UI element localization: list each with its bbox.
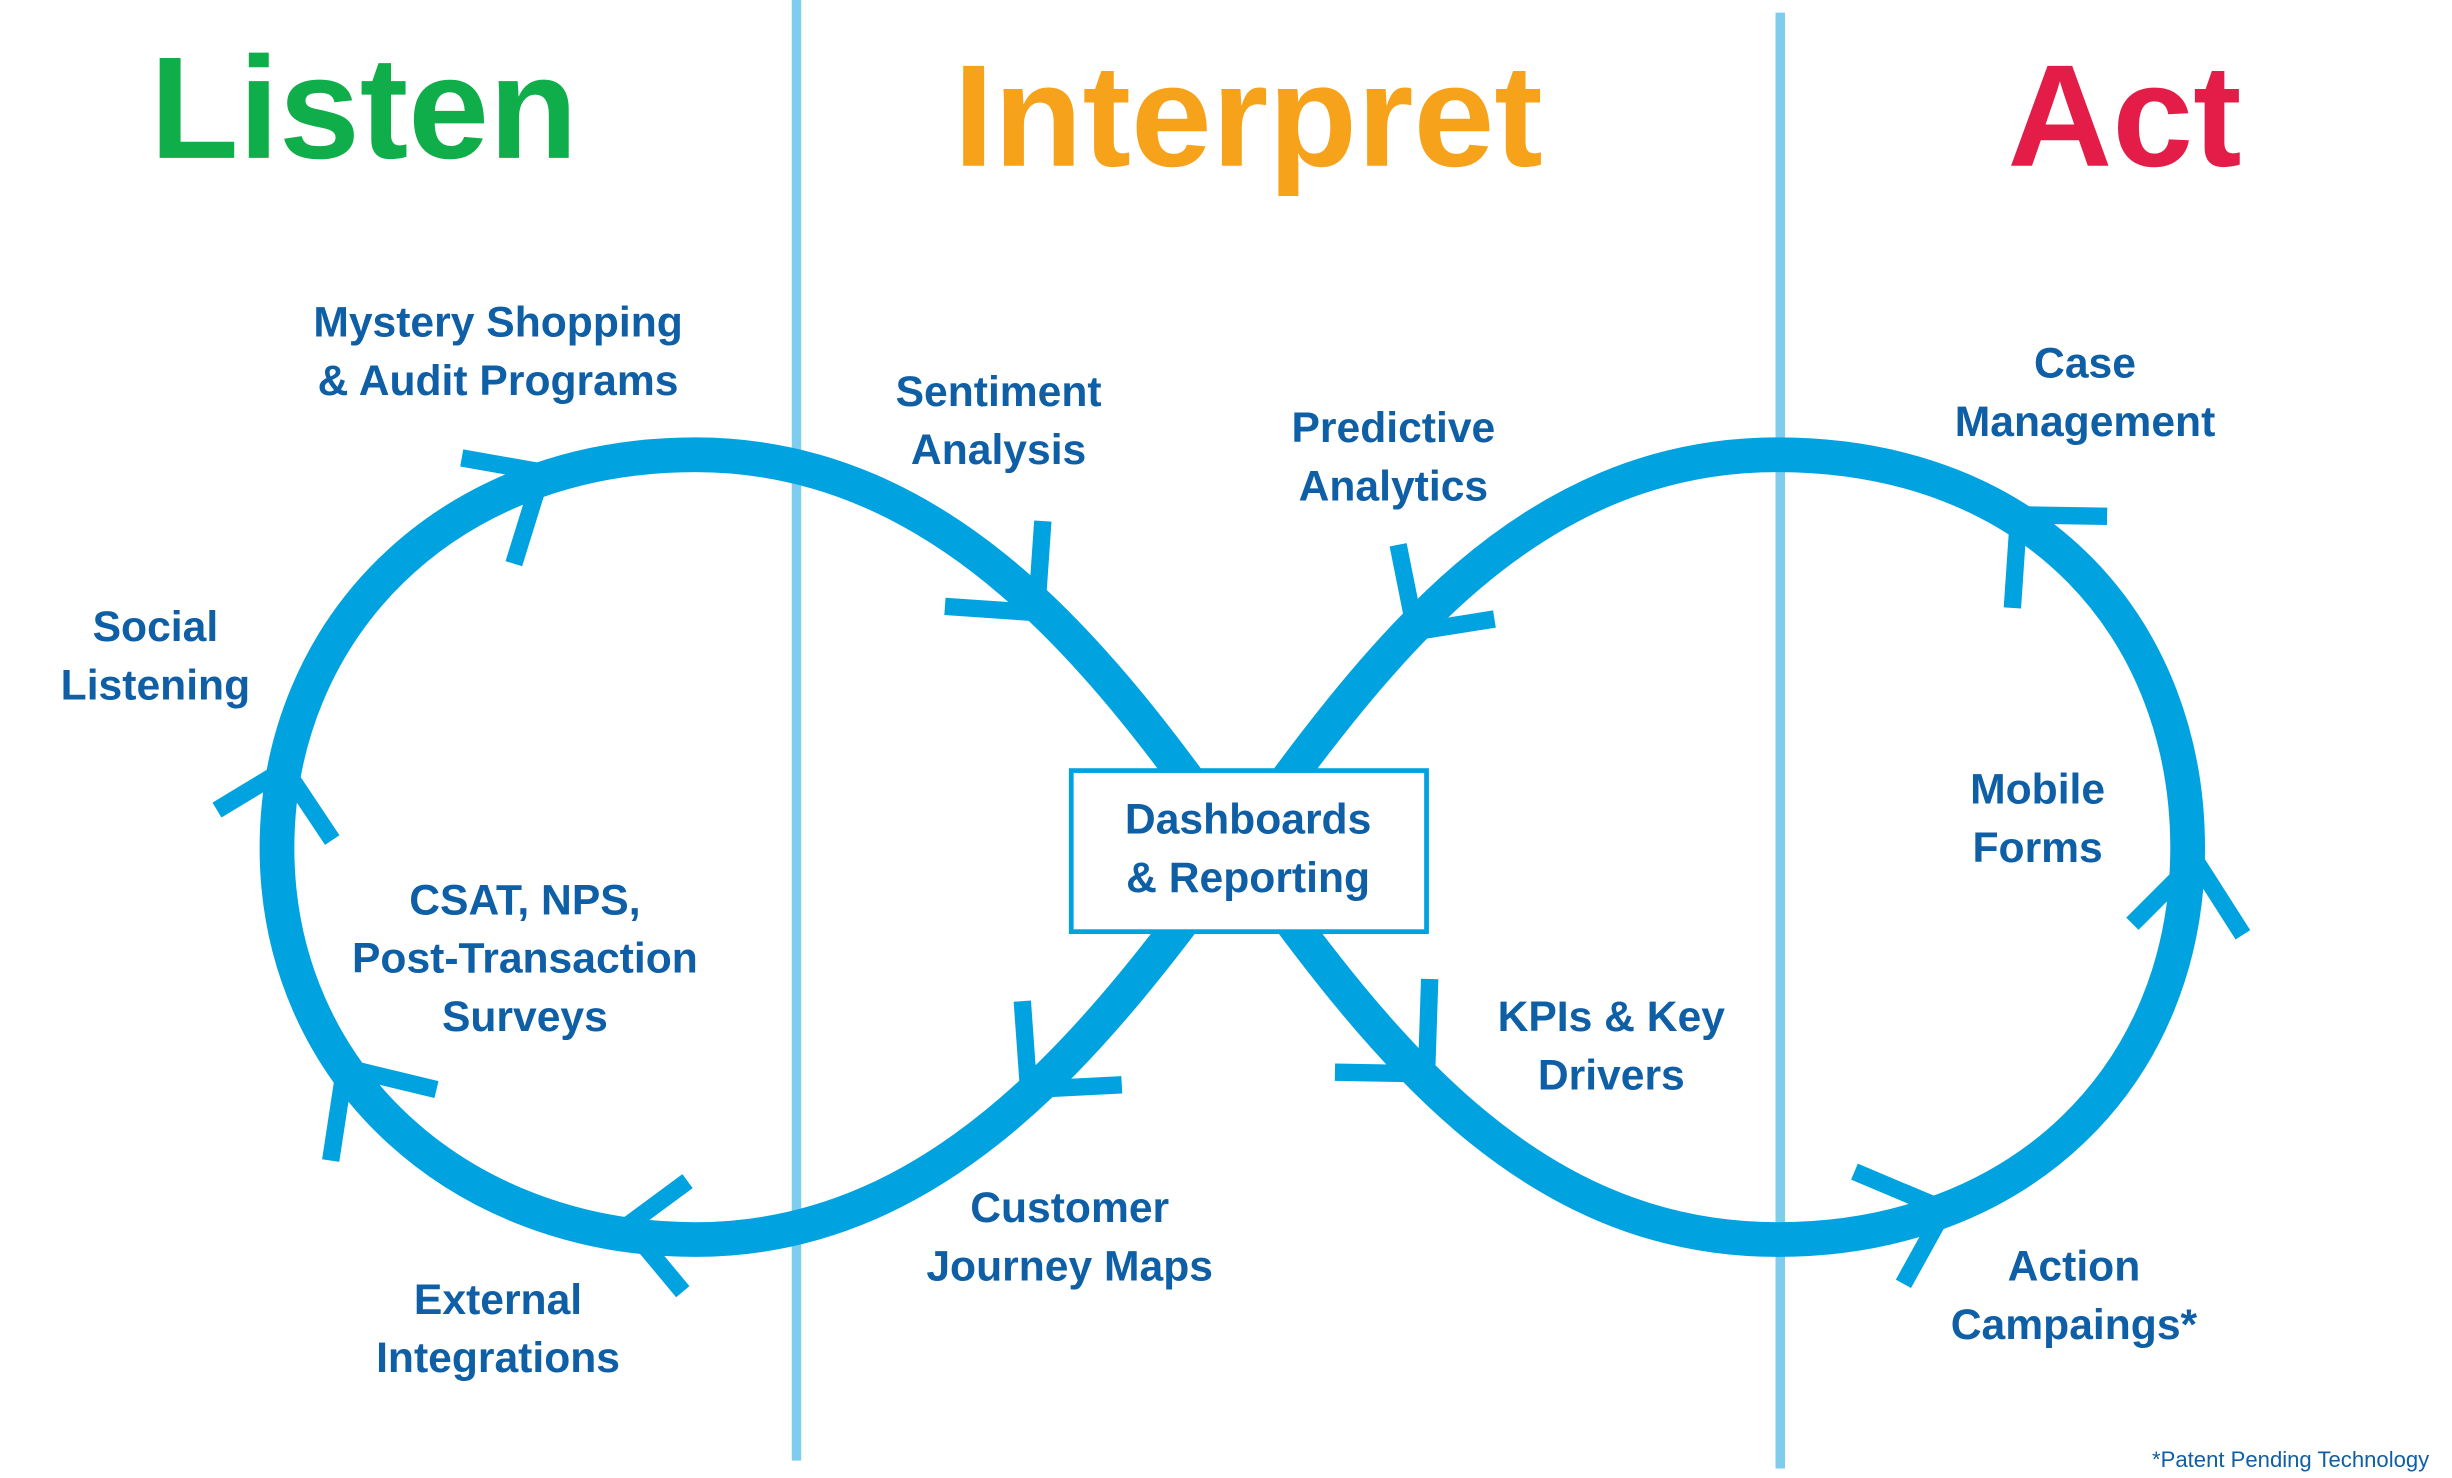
label-line: Campaings*	[1951, 1301, 2198, 1349]
label-line: Listening	[61, 662, 250, 710]
label-social-listening: Social Listening	[61, 603, 250, 709]
label-action-campaigns: Action Campaings*	[1951, 1243, 2198, 1349]
label-csat-nps: CSAT, NPS, Post-Transaction Surveys	[352, 876, 698, 1041]
dashboards-box	[1068, 768, 1429, 935]
label-line: Dashboards	[1125, 796, 1371, 844]
label-line: Mystery Shopping	[313, 298, 682, 346]
arrow-icon	[2003, 505, 2108, 609]
arrow-icon	[1851, 1163, 1957, 1288]
arrow-icon	[944, 520, 1052, 622]
label-line: Forms	[1972, 824, 2102, 872]
label-line: Sentiment	[896, 368, 1102, 416]
label-line: Mobile	[1970, 766, 2105, 814]
label-external-integrations: External Integrations	[376, 1276, 620, 1382]
label-mystery-shopping: Mystery Shopping & Audit Programs	[313, 298, 682, 404]
footnote: *Patent Pending Technology	[2152, 1447, 2429, 1472]
heading-listen: Listen	[150, 26, 578, 189]
label-line: & Reporting	[1126, 854, 1370, 902]
arrow-icon	[1013, 1000, 1123, 1099]
arrow-icon	[212, 757, 340, 845]
arrow-icon	[2126, 846, 2251, 940]
arrow-icon	[1389, 543, 1496, 642]
label-line: & Audit Programs	[318, 357, 679, 405]
label-sentiment-analysis: Sentiment Analysis	[896, 368, 1102, 474]
label-line: Analytics	[1299, 463, 1489, 511]
label-line: Drivers	[1538, 1052, 1685, 1100]
label-line: CSAT, NPS,	[409, 876, 640, 924]
label-line: Surveys	[442, 993, 608, 1041]
flow-arrows	[212, 449, 2251, 1298]
label-line: Action	[2008, 1243, 2141, 1291]
label-line: Analysis	[911, 426, 1086, 474]
label-dashboards-reporting: Dashboards & Reporting	[1125, 796, 1371, 902]
label-line: Predictive	[1291, 404, 1495, 452]
heading-act: Act	[2007, 34, 2241, 197]
label-predictive-analytics: Predictive Analytics	[1291, 404, 1495, 510]
label-mobile-forms: Mobile Forms	[1970, 766, 2105, 872]
label-line: External	[414, 1276, 582, 1324]
heading-interpret: Interpret	[953, 34, 1542, 197]
arrow-icon	[1334, 978, 1439, 1083]
label-case-management: Case Management	[1955, 339, 2216, 445]
label-line: Case	[2034, 339, 2136, 387]
label-line: Management	[1955, 398, 2216, 446]
label-line: Post-Transaction	[352, 935, 698, 983]
arrow-icon	[322, 1056, 439, 1162]
label-line: Integrations	[376, 1334, 620, 1382]
label-kpis-drivers: KPIs & Key Drivers	[1498, 993, 1726, 1099]
arrow-icon	[614, 1174, 693, 1298]
label-line: Social	[93, 603, 219, 651]
arrow-icon	[460, 449, 554, 567]
label-line: Customer	[970, 1184, 1169, 1232]
label-line: Journey Maps	[926, 1243, 1213, 1291]
label-customer-journey-maps: Customer Journey Maps	[926, 1184, 1213, 1290]
label-line: KPIs & Key	[1498, 993, 1726, 1041]
